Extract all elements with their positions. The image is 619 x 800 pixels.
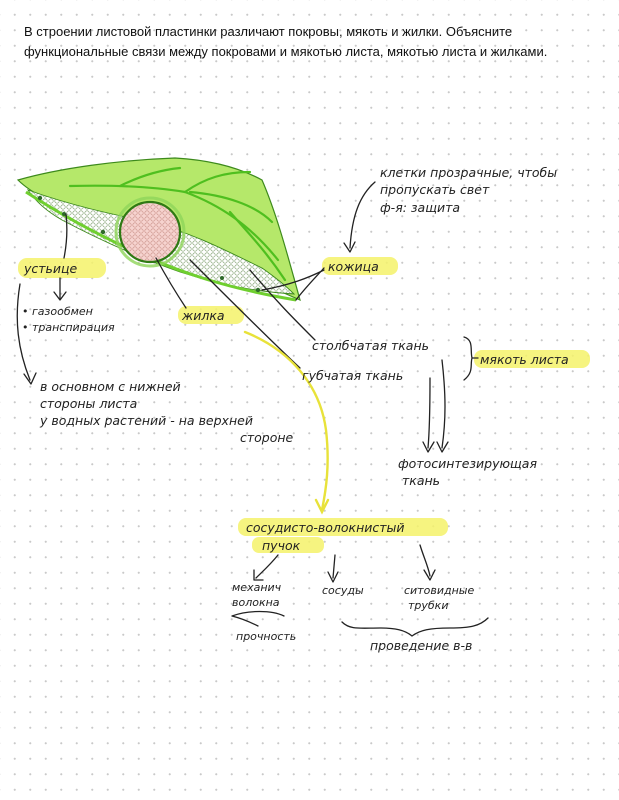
connector-lines — [16, 181, 489, 637]
vascular-bundle — [118, 200, 182, 264]
label-skin-note-3: ф-я: защита — [380, 200, 460, 215]
highlight-skin — [322, 257, 398, 275]
label-spongy-tissue: губчатая ткань — [302, 368, 403, 383]
label-skin-note-2: пропускать свет — [380, 182, 490, 197]
label-vessels: сосуды — [322, 584, 364, 597]
label-bundle-2: пучок — [262, 538, 301, 553]
highlight-bundle-1 — [238, 518, 448, 536]
label-skin: кожица — [328, 259, 379, 274]
highlight-vein — [178, 306, 244, 324]
label-conduction: проведение в-в — [370, 638, 472, 653]
label-skin-note-1: клетки прозрачные, чтобы — [380, 165, 557, 180]
label-photosynthetic-2: ткань — [402, 473, 440, 488]
label-stomata-location-1: в основном с нижней — [40, 379, 181, 394]
label-sieve-2: трубки — [408, 599, 448, 612]
label-transpiration: • транспирация — [22, 321, 115, 334]
highlight-mesophyll — [474, 350, 590, 368]
label-stomata-location-3: у водных растений - на верхней — [39, 413, 253, 428]
question-text: В строении листовой пластинки различают … — [24, 24, 548, 59]
label-photosynthetic-1: фотосинтезирующая — [398, 456, 537, 471]
label-fibers-2: волокна — [232, 596, 280, 609]
leaf-cross-section — [16, 157, 301, 302]
stomata-dots — [37, 195, 261, 293]
label-stomata-location-4: стороне — [240, 430, 294, 445]
label-sieve-1: ситовидные — [404, 584, 474, 597]
label-mesophyll: мякоть листа — [480, 352, 569, 367]
label-stomata: устьице — [23, 261, 78, 276]
label-strength: прочность — [236, 630, 296, 643]
label-vein: жилка — [181, 308, 225, 323]
highlight-bundle-2 — [252, 537, 324, 553]
label-stomata-location-2: стороны листа — [40, 396, 137, 411]
label-bundle-1: сосудисто-волокнистый — [246, 520, 405, 535]
highlight-stomata — [18, 258, 106, 278]
label-fibers-1: механич — [232, 581, 282, 594]
label-gas-exchange: • газообмен — [22, 305, 93, 318]
label-palisade-tissue: столбчатая ткань — [312, 338, 429, 353]
leaf-veins — [68, 166, 287, 282]
